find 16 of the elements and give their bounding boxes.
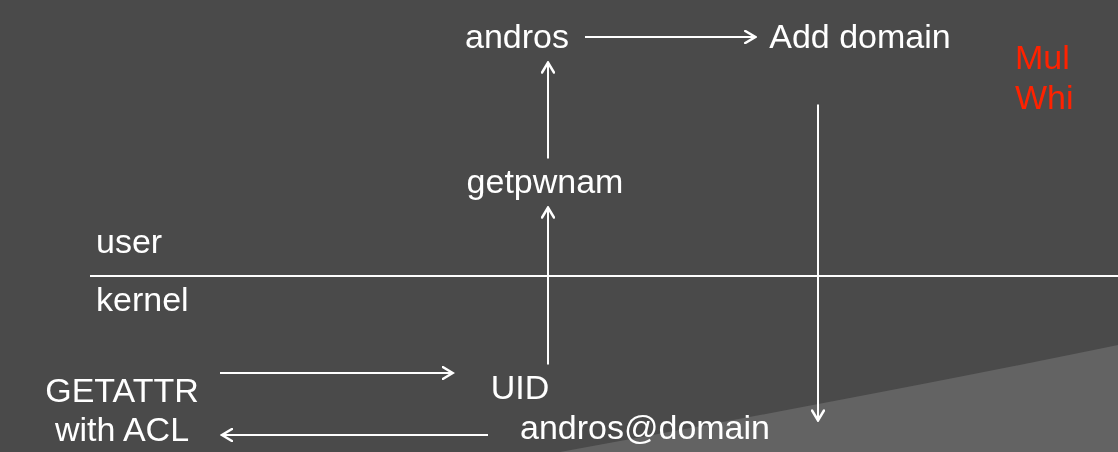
arrow (584, 29, 757, 45)
arrow (219, 365, 454, 381)
side-note: Whi (1015, 78, 1074, 118)
id-text: UID (488, 368, 552, 408)
user-domain-name: andros@domain (518, 408, 772, 448)
request-text: GETATTR with ACL (20, 370, 224, 450)
layer-label: user (96, 222, 163, 262)
arrow (540, 61, 556, 160)
layer-label: kernel (96, 280, 189, 320)
step-text: Add domain (767, 17, 953, 57)
side-note: Mul (1015, 38, 1070, 78)
arrow (810, 103, 826, 422)
user-name: andros (463, 17, 571, 57)
arrow (540, 206, 556, 366)
arrow (220, 427, 489, 443)
function-name: getpwnam (464, 162, 626, 202)
